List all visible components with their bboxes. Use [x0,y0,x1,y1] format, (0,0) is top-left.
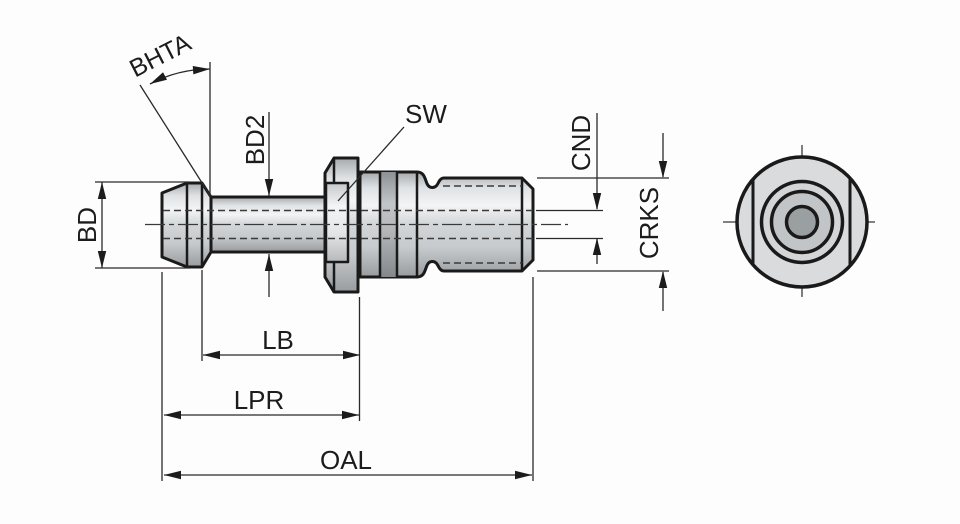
arrow-right-icon [343,350,360,360]
dimensions: BD BHTA BD2 SW CND [72,29,669,481]
dim-crks: CRKS [537,133,669,311]
arrow-angle-right-icon [192,65,210,75]
dim-bd2: BD2 [240,112,274,297]
dim-sw: SW [337,99,447,202]
arrow-right-icon [342,410,359,420]
dimension-label-lb: LB [262,325,294,355]
dim-bhta: BHTA [125,29,212,198]
dimension-label-sw: SW [405,99,447,129]
dimension-label-bd: BD [72,207,102,243]
extension-lines-bottom [161,270,534,481]
side-view [145,156,568,294]
dim-cnd: CND [536,113,603,264]
arrow-up-icon [658,271,668,288]
arrow-up-icon [97,182,107,199]
hidden-hole-lines [163,209,533,240]
arrow-left-icon [164,470,181,480]
arrow-left-icon [203,350,220,360]
dimension-label-cnd: CND [566,115,596,171]
dimension-label-bd2: BD2 [240,115,270,166]
dim-bd: BD [72,181,190,269]
arrow-up-icon [264,254,274,271]
arrow-down-icon [97,251,107,268]
hidden-thread-lines [443,185,522,264]
arrow-left-icon [164,410,181,420]
end-view-center-hole [784,204,820,240]
dim-lb: LB [203,325,360,360]
end-view-wrench-flats [751,178,852,266]
dim-oal: OAL [164,445,532,480]
end-view [723,145,878,300]
arrow-down-icon [658,161,668,178]
dim-lpr: LPR [164,385,359,420]
dimension-label-crks: CRKS [634,187,664,259]
dimension-label-oal: OAL [320,445,372,475]
arrow-up-icon [592,238,602,255]
wrench-flat [324,181,350,264]
arrow-down-icon [264,179,274,196]
arrow-right-icon [515,470,532,480]
arrow-down-icon [592,193,602,210]
dimension-label-lpr: LPR [234,385,285,415]
arrow-angle-left-icon [150,72,167,84]
